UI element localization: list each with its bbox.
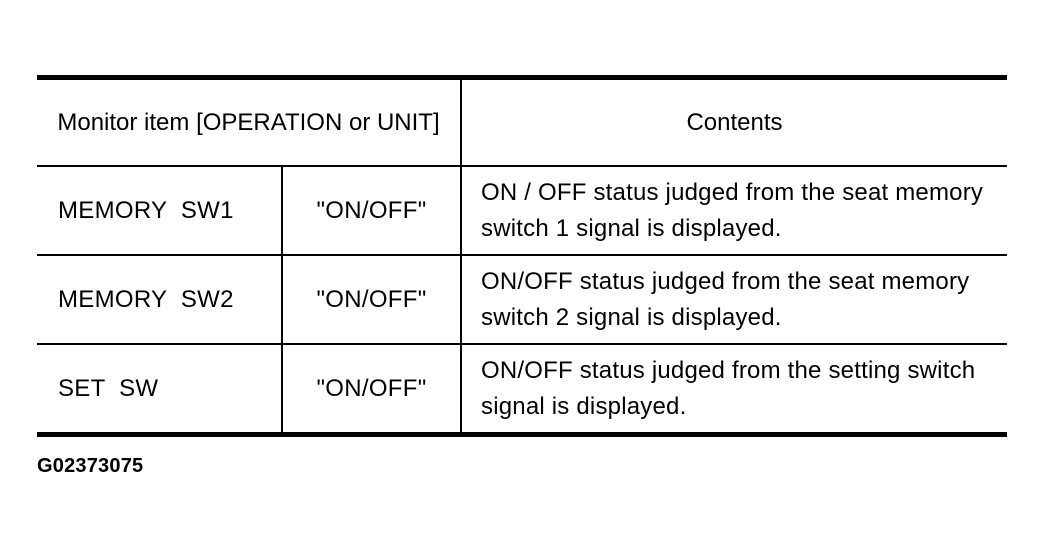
- table-header-row: Monitor item [OPERATION or UNIT] Content…: [37, 77, 1007, 166]
- row-item-contents: ON / OFF status judged from the seat mem…: [481, 178, 984, 242]
- figure-code: G02373075: [37, 455, 144, 477]
- table-row: SET SW "ON/OFF" ON/OFF status judged fro…: [37, 344, 1007, 435]
- monitor-table-container: Monitor item [OPERATION or UNIT] Content…: [37, 75, 1007, 437]
- header-monitor-item: Monitor item [OPERATION or UNIT]: [37, 77, 462, 166]
- table-row: MEMORY SW1 "ON/OFF" ON / OFF status judg…: [37, 166, 1007, 255]
- row-item-contents: ON/OFF status judged from the seat memor…: [481, 267, 970, 331]
- table-row: MEMORY SW2 "ON/OFF" ON/OFF status judged…: [37, 255, 1007, 344]
- row-item-name: SET SW: [37, 344, 283, 435]
- monitor-items-table: Monitor item [OPERATION or UNIT] Content…: [37, 75, 1007, 437]
- row-item-unit: "ON/OFF": [282, 255, 462, 344]
- header-contents: Contents: [686, 108, 783, 136]
- row-item-unit: "ON/OFF": [282, 166, 462, 255]
- row-item-name: MEMORY SW2: [37, 255, 283, 344]
- row-item-contents: ON/OFF status judged from the setting sw…: [481, 356, 976, 420]
- row-item-unit: "ON/OFF": [282, 344, 462, 435]
- row-item-name: MEMORY SW1: [37, 166, 283, 255]
